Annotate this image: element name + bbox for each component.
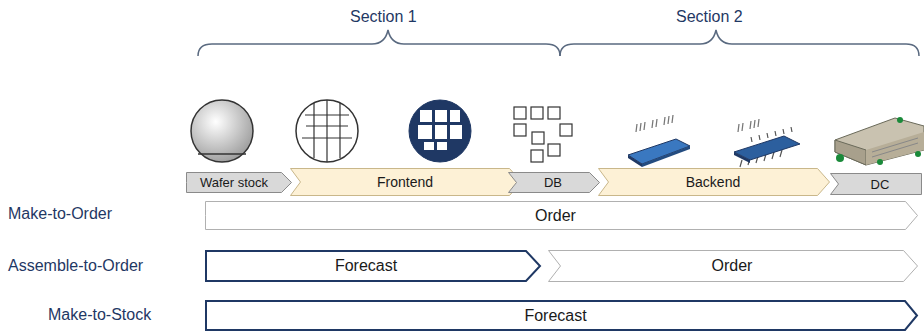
process-chevron: Forecast	[205, 250, 541, 282]
process-chevron: Frontend	[290, 168, 522, 196]
process-chevron: DC	[830, 173, 922, 195]
strategy-label: Make-to-Stock	[48, 306, 151, 324]
chevron-outline	[206, 202, 918, 230]
packaged-chip-icon	[628, 139, 690, 167]
chevron-outline	[549, 251, 918, 282]
chevron-text: Backend	[686, 174, 740, 190]
chevron-text: Frontend	[377, 174, 433, 190]
section-bracket	[560, 30, 919, 56]
chevron-text: Wafer stock	[200, 175, 268, 190]
process-chevron: Order	[205, 201, 918, 230]
processed-wafer-icon	[409, 100, 471, 162]
section-label: Section 1	[350, 8, 417, 26]
wafer-icon	[191, 100, 253, 162]
process-chevron: Wafer stock	[186, 172, 292, 193]
chevron-text: DB	[544, 175, 562, 190]
section-bracket	[198, 30, 560, 56]
packaged-chip-icon	[734, 127, 800, 167]
chevron-outline	[187, 173, 292, 193]
section-label: Section 2	[676, 8, 743, 26]
leadframe-icon	[636, 115, 759, 132]
chevron-outline	[206, 251, 540, 281]
chevron-text: Forecast	[335, 257, 397, 275]
distribution-center-icon	[835, 117, 924, 165]
patterned-wafer-icon	[296, 100, 358, 162]
chevron-text: Order	[712, 257, 753, 275]
chevron-outline	[831, 174, 922, 195]
process-chevron: DB	[508, 172, 600, 193]
process-chevron: Backend	[598, 168, 830, 196]
chevron-outline	[206, 301, 917, 330]
chevron-outline	[509, 173, 600, 193]
chevron-text: DC	[871, 177, 890, 192]
strategy-label: Make-to-Order	[8, 205, 112, 223]
chevron-outline	[599, 169, 830, 196]
die-icons	[514, 107, 572, 162]
chevron-text: Order	[535, 207, 576, 225]
process-chevron: Order	[548, 250, 918, 282]
chevron-outline	[291, 169, 522, 196]
strategy-label: Assemble-to-Order	[8, 257, 143, 275]
chevron-text: Forecast	[524, 307, 586, 325]
process-chevron: Forecast	[205, 300, 918, 331]
